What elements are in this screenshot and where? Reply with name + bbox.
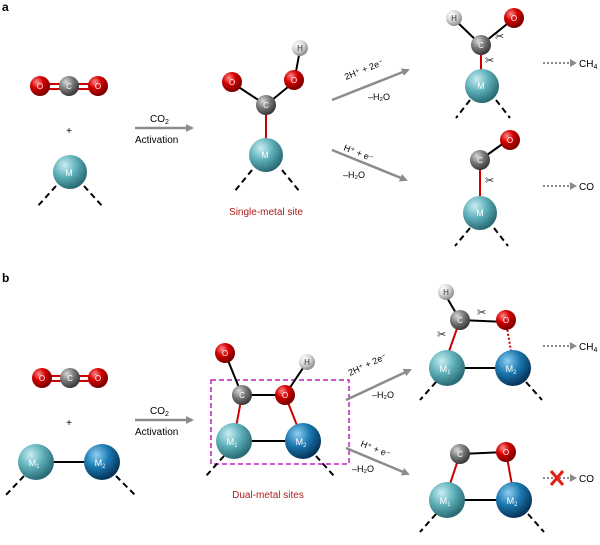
- arrow-co2-label: CO2: [150, 406, 169, 418]
- atom-label: H: [451, 14, 457, 23]
- metal-label: M: [477, 81, 485, 91]
- product-co-label: CO: [579, 182, 594, 193]
- arrow-co2-label: CO2: [150, 114, 169, 126]
- reaction-arrow-lower-a: H⁺ + e⁻ –H₂O: [331, 143, 408, 182]
- atom-label: C: [457, 316, 463, 325]
- reaction-arrow-upper-b: 2H⁺ + 2e⁻ –H₂O: [345, 351, 412, 402]
- co2-molecule-a: O C O: [30, 76, 108, 96]
- metal-label: M: [65, 168, 73, 178]
- activation-arrow-a: CO2 Activation: [135, 114, 194, 146]
- atom-label: C: [66, 82, 72, 91]
- atom-label: O: [503, 448, 509, 457]
- cho-intermediate-a: H C O M: [446, 8, 524, 119]
- atom-label: O: [291, 76, 297, 85]
- metal1-label: M1: [440, 496, 452, 508]
- reaction-lower-line2: –H₂O: [352, 464, 374, 474]
- arrow-activation-label: Activation: [135, 427, 178, 438]
- co-intermediate-a: C O M: [454, 130, 520, 247]
- reaction-arrow-lower-b: H⁺ + e⁻ –H₂O: [345, 439, 410, 476]
- metal-label: M: [476, 208, 484, 218]
- product-ch4-label: CH4: [579, 342, 597, 354]
- dual-metal-atoms-b: M1 M2: [4, 444, 137, 497]
- metal1-label: M1: [29, 458, 41, 470]
- reaction-upper-line2: –H₂O: [372, 390, 394, 400]
- metal2-label: M2: [296, 437, 308, 449]
- reaction-upper-line1: 2H⁺ + 2e⁻: [347, 351, 389, 378]
- atom-label: C: [478, 41, 484, 50]
- atom-label: O: [39, 374, 45, 383]
- cho-intermediate-b: H C O M1 M2: [419, 284, 543, 401]
- scissors-icon: ✂: [485, 175, 494, 187]
- metal1-label: M1: [227, 437, 239, 449]
- atom-label: O: [37, 82, 43, 91]
- plus-sign-b: +: [66, 418, 72, 429]
- atom-label: C: [457, 450, 463, 459]
- dual-site-highlight-box: [210, 379, 350, 465]
- cooh-intermediate-b: O C O H M1 M2: [205, 343, 350, 477]
- blocked-x-icon: [549, 470, 565, 486]
- atom-label: C: [477, 156, 483, 165]
- co2-molecule-b: O C O: [32, 368, 108, 388]
- product-arrow-co-b: CO: [543, 470, 594, 486]
- activation-arrow-b: CO2 Activation: [135, 406, 194, 438]
- product-co-label: CO: [579, 474, 594, 485]
- metal-atom-a: M: [35, 155, 105, 209]
- scissors-icon: ✂: [495, 31, 504, 43]
- metal2-label: M2: [507, 496, 519, 508]
- co-intermediate-b: C O M1 M2: [419, 442, 545, 533]
- panel-b-label: b: [2, 271, 9, 285]
- atom-label: C: [239, 391, 245, 400]
- single-metal-site-caption: Single-metal site: [229, 207, 303, 218]
- reaction-arrow-upper-a: 2H⁺ + 2e⁻ –H₂O: [331, 57, 410, 102]
- metal1-label: M1: [440, 364, 452, 376]
- reaction-upper-line1: 2H⁺ + 2e⁻: [343, 57, 385, 82]
- atom-label: O: [282, 391, 288, 400]
- panel-a-label: a: [2, 0, 9, 14]
- atom-label: O: [95, 374, 101, 383]
- atom-label: H: [304, 358, 310, 367]
- atom-label: O: [229, 78, 235, 87]
- product-arrow-ch4-a: CH4: [543, 59, 597, 71]
- product-arrow-ch4-b: CH4: [543, 342, 597, 354]
- reaction-upper-line2: –H₂O: [368, 92, 390, 102]
- product-arrow-co-a: CO: [543, 182, 594, 193]
- metal2-label: M2: [95, 458, 107, 470]
- atom-label: H: [297, 44, 303, 53]
- cooh-intermediate-a: O C O H M: [222, 40, 308, 193]
- atom-label: O: [507, 136, 513, 145]
- atom-label: O: [511, 14, 517, 23]
- scissors-icon: ✂: [477, 307, 486, 319]
- product-ch4-label: CH4: [579, 59, 597, 71]
- atom-label: O: [95, 82, 101, 91]
- dual-metal-sites-caption: Dual-metal sites: [232, 490, 304, 501]
- metal-label: M: [261, 150, 269, 160]
- scissors-icon: ✂: [485, 55, 494, 67]
- arrow-activation-label: Activation: [135, 135, 178, 146]
- plus-sign-a: +: [66, 126, 72, 137]
- atom-label: O: [503, 316, 509, 325]
- atom-label: H: [443, 288, 449, 297]
- metal2-label: M2: [506, 364, 518, 376]
- atom-label: C: [263, 101, 269, 110]
- atom-label: O: [222, 349, 228, 358]
- scissors-icon: ✂: [437, 329, 446, 341]
- atom-label: C: [67, 374, 73, 383]
- reaction-lower-line2: –H₂O: [343, 170, 365, 180]
